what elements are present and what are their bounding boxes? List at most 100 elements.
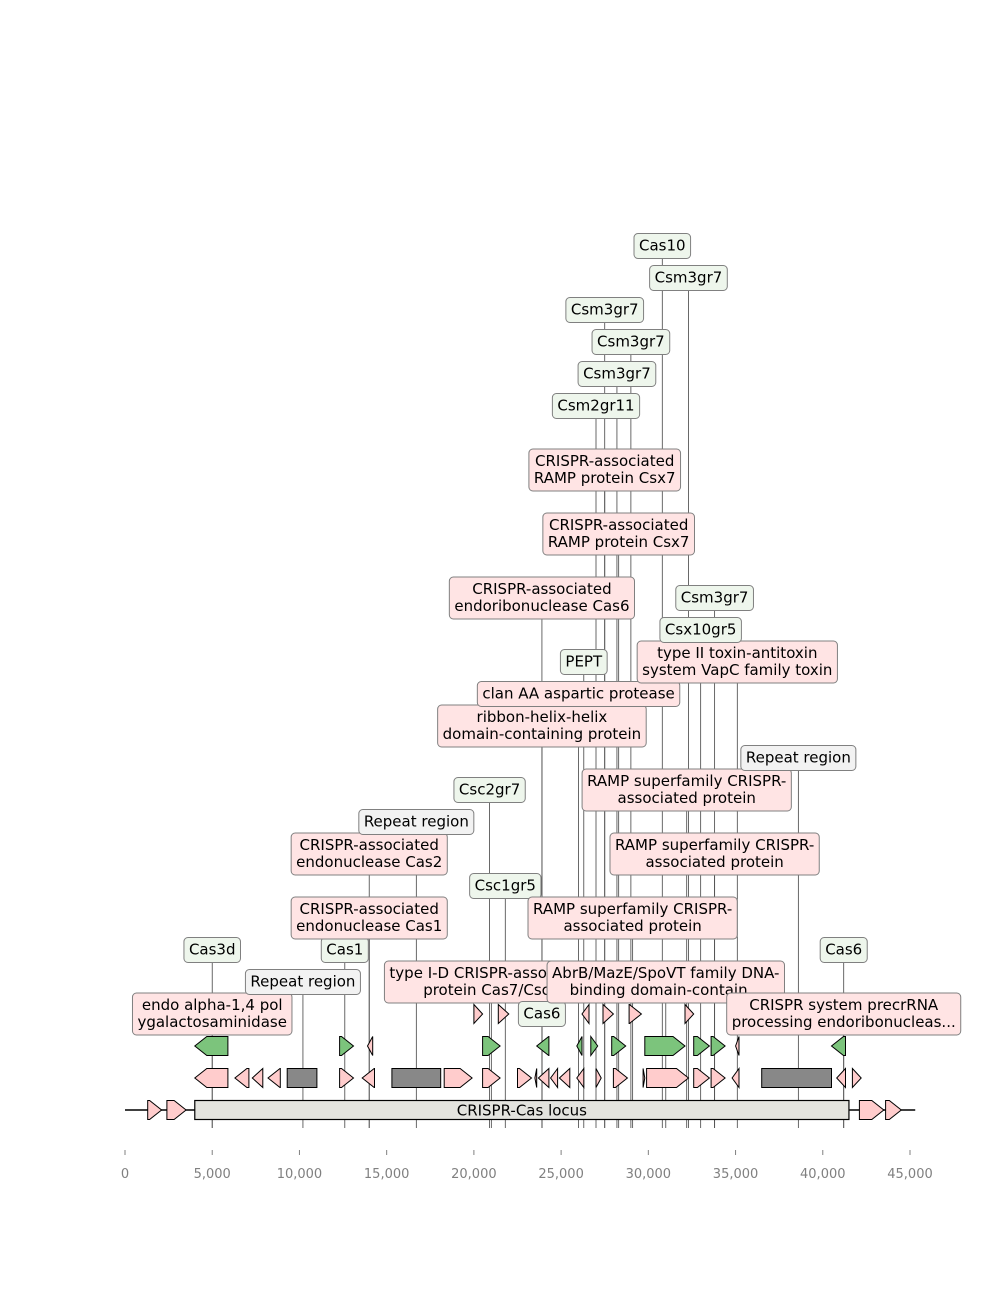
label-box xyxy=(528,448,682,492)
label-text: endo alpha-1,4 pol xyxy=(142,996,283,1014)
axis-tick-label: 35,000 xyxy=(713,1167,759,1182)
label-box xyxy=(659,617,742,643)
gene-arrow xyxy=(361,1068,375,1088)
gene-arrow xyxy=(366,1036,374,1056)
gene-arrow xyxy=(602,1003,615,1025)
label-text: CRISPR-associated xyxy=(549,516,688,534)
label-text: Csm3gr7 xyxy=(655,269,723,287)
label-text: Csm3gr7 xyxy=(571,301,639,319)
label-text: Csc1gr5 xyxy=(475,877,536,895)
gene-arrow xyxy=(482,1068,501,1088)
label-text: PEPT xyxy=(565,653,603,671)
label-text: ribbon-helix-helix xyxy=(477,708,608,726)
label-text: CRISPR-associated xyxy=(300,836,439,854)
locus-label: CRISPR-Cas locus xyxy=(457,1102,587,1120)
feature-label: Csm2gr11 xyxy=(551,393,641,419)
feature-label: Repeat region xyxy=(358,809,475,835)
label-text: protein Cas7/Csc2 xyxy=(423,981,559,999)
label-text: AbrB/MazE/SpoVT family DNA- xyxy=(552,964,779,982)
label-box xyxy=(476,681,681,707)
label-text: RAMP protein Csx7 xyxy=(534,469,676,487)
cas-gene-arrow xyxy=(482,1036,501,1056)
label-text: ygalactosaminidase xyxy=(137,1013,286,1031)
gene-arrow xyxy=(443,1068,473,1088)
gene-arrow xyxy=(166,1100,187,1120)
axis-tick-label: 20,000 xyxy=(451,1167,497,1182)
gene-arrow xyxy=(267,1068,281,1088)
crispr-cas-locus: CRISPR-Cas locus xyxy=(194,1099,850,1121)
label-box xyxy=(649,265,728,291)
cas-gene-arrow xyxy=(576,1036,583,1056)
cas-gene-arrow xyxy=(830,1036,846,1056)
label-text: CRISPR system precrRNA xyxy=(749,996,939,1014)
locus-box xyxy=(194,1099,850,1121)
label-text: associated protein xyxy=(563,917,701,935)
feature-label: Repeat region xyxy=(740,745,857,771)
label-text: RAMP protein Csx7 xyxy=(548,533,690,551)
label-text: endonuclease Cas2 xyxy=(296,853,442,871)
label-text: Cas6 xyxy=(825,941,862,959)
label-text: domain-containing protein xyxy=(443,725,642,743)
label-text: processing endoribonucleas... xyxy=(732,1013,956,1031)
label-text: RAMP superfamily CRISPR- xyxy=(533,900,732,918)
gene-arrow xyxy=(836,1067,846,1089)
feature-label: RAMP superfamily CRISPR-associated prote… xyxy=(581,768,792,812)
gene-arrow xyxy=(339,1068,355,1088)
feature-label: Csc2gr7 xyxy=(453,777,526,803)
gene-arrow xyxy=(628,1004,643,1024)
gene-arrow xyxy=(646,1068,690,1088)
label-text: binding domain-contain... xyxy=(570,981,762,999)
feature-label: clan AA aspartic protease xyxy=(476,681,681,707)
gene-arrow xyxy=(558,1067,571,1089)
label-text: endonuclease Cas1 xyxy=(296,917,442,935)
label-text: associated protein xyxy=(645,853,783,871)
gene-arrow xyxy=(731,1066,740,1090)
gene-arrow xyxy=(710,1068,726,1088)
gene-arrow xyxy=(885,1100,903,1120)
cas-gene-arrow xyxy=(590,1034,599,1058)
feature-label: RAMP superfamily CRISPR-associated prote… xyxy=(609,832,820,876)
label-text: Csm2gr11 xyxy=(557,397,634,415)
feature-label: Csm3gr7 xyxy=(591,329,671,355)
axis-tick-label: 0 xyxy=(121,1167,129,1182)
label-box xyxy=(183,937,241,963)
feature-label: Csm3gr7 xyxy=(675,585,754,611)
label-box xyxy=(358,809,475,835)
cas-gene-arrow xyxy=(710,1036,726,1056)
label-text: associated protein xyxy=(618,789,756,807)
gene-arrow xyxy=(693,1068,711,1088)
label-text: Csm3gr7 xyxy=(597,333,665,351)
label-text: Repeat region xyxy=(364,813,469,831)
feature-label: AbrB/MazE/SpoVT family DNA-binding domai… xyxy=(546,960,785,1004)
label-box xyxy=(546,960,785,1004)
label-box xyxy=(542,512,695,556)
gene-arrow xyxy=(147,1100,163,1120)
label-text: Csm3gr7 xyxy=(681,589,749,607)
label-box xyxy=(675,585,754,611)
gene-arrow xyxy=(581,1002,590,1026)
feature-label: Repeat region xyxy=(244,969,361,995)
label-text: Csc2gr7 xyxy=(459,781,520,799)
gene-arrow xyxy=(684,1003,695,1025)
label-box xyxy=(740,745,857,771)
label-box xyxy=(609,832,820,876)
label-box xyxy=(131,992,293,1036)
feature-label: Cas1 xyxy=(320,937,369,963)
axis-tick-label: 40,000 xyxy=(800,1167,846,1182)
label-box xyxy=(551,393,641,419)
axis-tick-label: 45,000 xyxy=(887,1167,933,1182)
gene-arrow xyxy=(642,1068,646,1088)
cas-gene-arrow xyxy=(339,1036,355,1056)
feature-label: Csm3gr7 xyxy=(577,361,657,387)
gene-arrow xyxy=(537,1067,550,1089)
label-text: clan AA aspartic protease xyxy=(482,685,674,703)
gene-arrow xyxy=(517,1068,533,1088)
label-text: Cas10 xyxy=(639,237,686,255)
label-text: Cas6 xyxy=(523,1005,560,1023)
